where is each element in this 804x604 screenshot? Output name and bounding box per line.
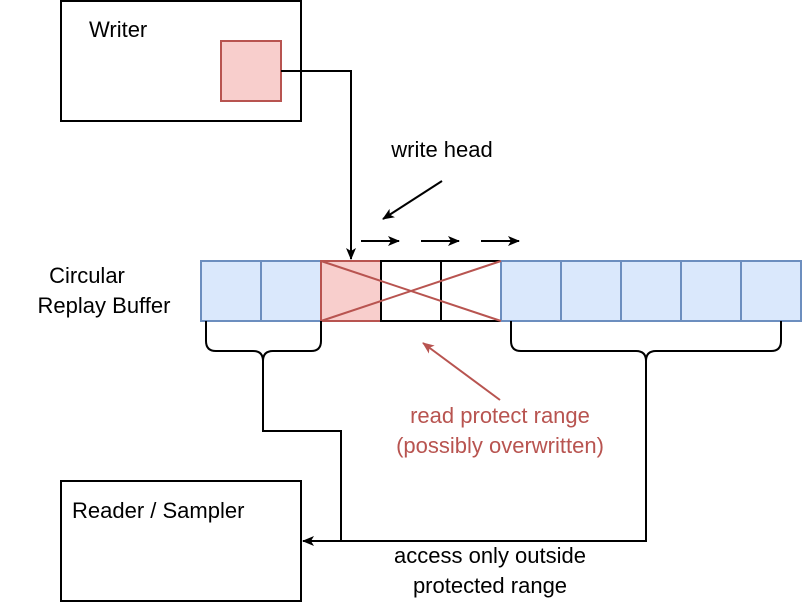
access-label-line1: access only outside [394,543,586,568]
reader-label: Reader / Sampler [72,498,244,523]
buffer-cell[interactable] [200,260,262,322]
buffer-label-line2: Replay Buffer [38,293,171,318]
writer-label: Writer [89,17,147,42]
buffer-cell[interactable] [260,260,322,322]
protect-range-pointer-arrow [422,342,501,401]
left-brace [205,321,322,362]
access-label-line2: protected range [413,573,567,598]
right-brace [510,321,782,362]
writer-to-buffer-arrow [281,70,356,260]
buffer-cell[interactable] [500,260,562,322]
protect-range-label-line1: read protect range [410,403,590,428]
reader-box[interactable]: Reader / Sampler [60,480,302,602]
buffer-cell[interactable] [620,260,682,322]
buffer-cell[interactable] [680,260,742,322]
buffer-cell-protected[interactable] [380,260,442,322]
buffer-cell[interactable] [740,260,802,322]
buffer-cell[interactable] [560,260,622,322]
write-head-pointer-arrow [382,180,443,220]
protect-range-label-line2: (possibly overwritten) [396,433,604,458]
buffer-label-line1: Circular [49,263,125,288]
writer-item[interactable] [220,40,282,102]
writer-box[interactable]: Writer [60,0,302,122]
right-brace-to-reader-connector [341,361,647,542]
left-brace-to-reader-arrow [262,361,342,546]
protected-range-cross [320,260,502,322]
write-head-label: write head [390,137,493,162]
circular-buffer [200,260,802,322]
